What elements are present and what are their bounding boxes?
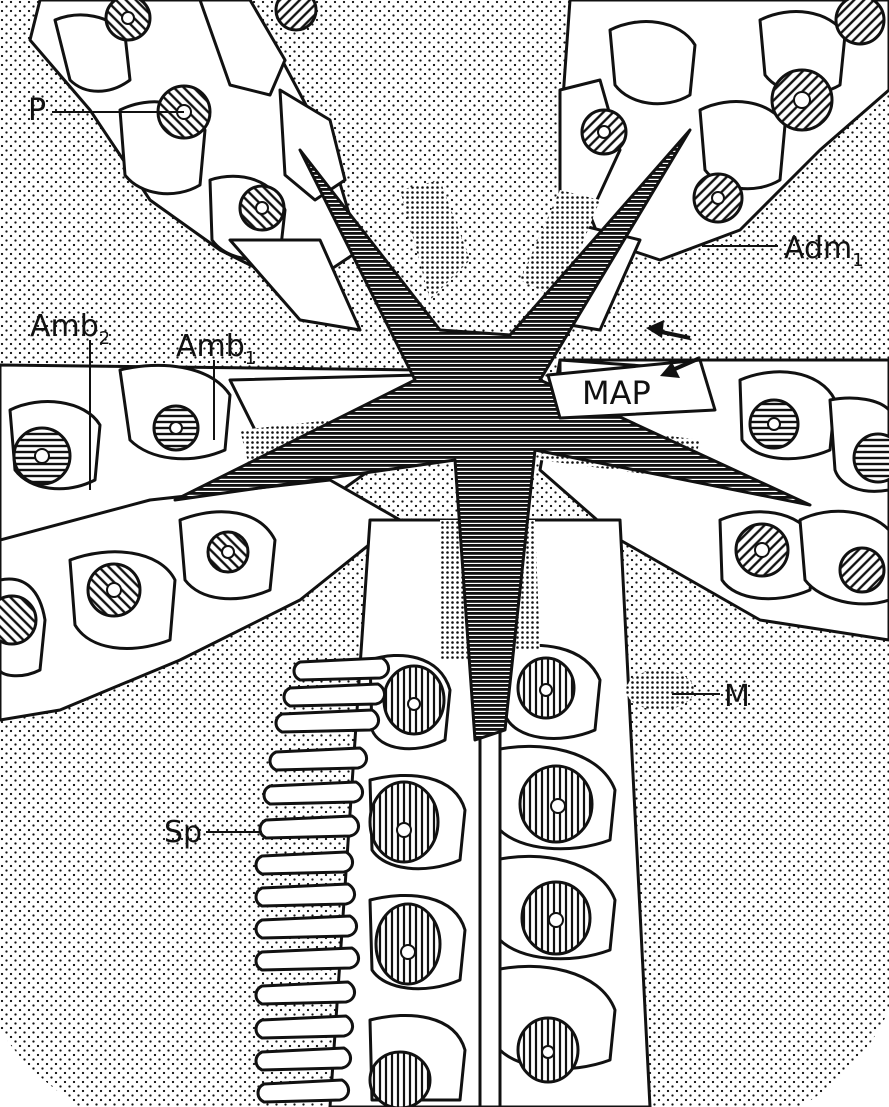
label-amb2-sub: 2 — [99, 328, 110, 349]
label-map: MAP — [582, 374, 651, 412]
label-adm-main: Adm — [784, 231, 852, 266]
label-amb1-main: Amb — [176, 329, 245, 364]
label-sp: Sp — [164, 815, 202, 850]
label-amb1: Amb1 — [176, 329, 256, 369]
label-amb2: Amb2 — [30, 309, 110, 349]
label-adm-sub: 1 — [852, 250, 863, 271]
label-p: P — [28, 93, 46, 128]
label-adm: Adm1 — [784, 231, 864, 271]
label-amb1-sub: 1 — [245, 348, 256, 369]
label-m: M — [724, 679, 750, 714]
label-amb2-main: Amb — [30, 309, 99, 344]
